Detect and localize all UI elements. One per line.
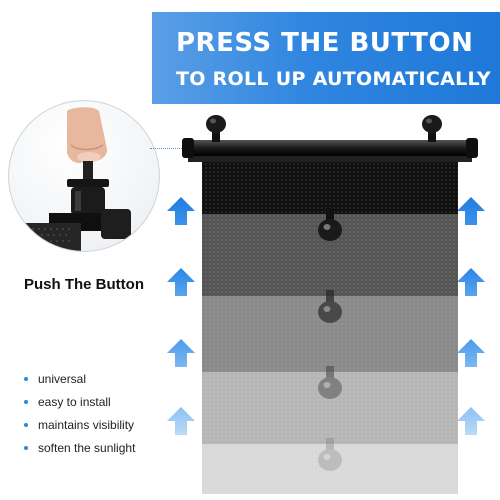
arrow-up-icon: [456, 267, 486, 297]
suction-cup-icon: [318, 208, 342, 241]
suction-cup-icon: [206, 115, 226, 142]
arrow-up-icon: [166, 406, 196, 436]
feature-label: universal: [38, 372, 87, 386]
arrow-up-icon: [456, 406, 486, 436]
headline-banner: PRESS THE BUTTON TO ROLL UP AUTOMATICALL…: [152, 12, 500, 104]
bullet-icon: [24, 377, 28, 381]
arrow-up-icon: [166, 267, 196, 297]
suction-cup-icon: [318, 366, 342, 399]
zoom-label: Push The Button: [24, 276, 144, 293]
sunshade-illustration: [182, 115, 478, 494]
feature-item: easy to install: [24, 391, 135, 413]
zoom-detail: [8, 100, 160, 252]
feature-item: maintains visibility: [24, 414, 135, 436]
roller-bar: [188, 140, 472, 156]
arrow-up-icon: [166, 338, 196, 368]
feature-label: easy to install: [38, 395, 111, 409]
feature-label: soften the sunlight: [38, 441, 136, 455]
finger-press-icon: [9, 107, 131, 251]
suction-cup-icon: [422, 115, 442, 142]
arrow-up-icon: [456, 196, 486, 226]
bullet-icon: [24, 400, 28, 404]
suction-cup-icon: [318, 438, 342, 471]
feature-label: maintains visibility: [38, 418, 135, 432]
bullet-icon: [24, 423, 28, 427]
callout-line: [150, 148, 188, 149]
feature-list: universal easy to install maintains visi…: [24, 368, 135, 460]
banner-subtitle: TO ROLL UP AUTOMATICALLY: [176, 68, 491, 90]
arrow-up-icon: [166, 196, 196, 226]
feature-item: soften the sunlight: [24, 437, 135, 459]
suction-cup-icon: [318, 290, 342, 323]
bullet-icon: [24, 446, 28, 450]
arrow-up-icon: [456, 338, 486, 368]
feature-item: universal: [24, 368, 135, 390]
banner-title: PRESS THE BUTTON: [176, 28, 474, 58]
